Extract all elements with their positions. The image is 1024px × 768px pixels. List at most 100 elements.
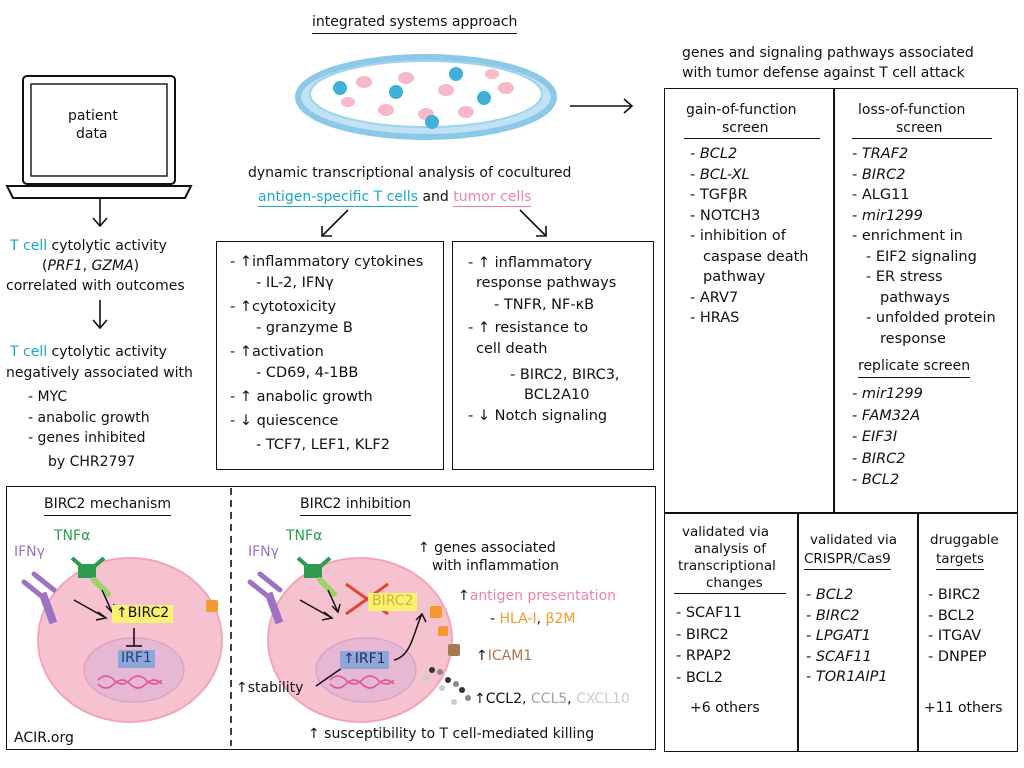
- list-item-cont: pathway: [703, 269, 766, 285]
- list-item: TRAF2: [852, 144, 996, 165]
- arrow-down-icon: [92, 300, 108, 330]
- list-item-cont: pathways: [880, 289, 950, 306]
- list-item: BCL2: [676, 668, 742, 690]
- gof-title-1: gain-of-function: [686, 102, 797, 118]
- list-item: granzyme B: [230, 318, 423, 339]
- v3-more: +11 others: [924, 700, 1003, 716]
- laptop-icon: [5, 75, 193, 199]
- antigen-presentation-text: antigen presentation: [469, 588, 617, 604]
- list-item-cont: response: [880, 330, 946, 347]
- list-item: inhibition of: [690, 226, 808, 247]
- v1-title-2: analysis of: [694, 541, 766, 557]
- list-item: ITGAV: [928, 626, 987, 647]
- list-item: DNPEP: [928, 647, 987, 668]
- list-item: ↑ anabolic growth: [230, 387, 423, 408]
- antigen-tcells-label: antigen-specific T cells: [258, 189, 418, 207]
- tnfa-label: TNFα: [54, 528, 91, 544]
- cyto-genes: (PRF1, GZMA): [42, 258, 140, 274]
- screens-table: [664, 88, 1018, 752]
- laptop-text-2: data: [76, 126, 108, 142]
- list-item: ↑cytotoxicity: [230, 297, 423, 318]
- list-item: BIRC2: [676, 625, 742, 647]
- list-item: CD69, 4-1BB: [230, 363, 423, 384]
- and-word: and: [418, 189, 454, 205]
- tumor-item2-sub-cont: BCL2A10: [524, 387, 590, 403]
- tumor-item1-sub: - TNFR, NF-κB: [494, 297, 595, 313]
- susceptibility-label: ↑ susceptibility to T cell-mediated kill…: [308, 726, 595, 742]
- gof-list: BCL2 BCL-XL TGFβR NOTCH3 inhibition of c…: [690, 144, 809, 329]
- list-item: BIRC2: [852, 449, 923, 471]
- list-item: LPGAT1: [806, 626, 888, 647]
- neg-assoc-list: MYC anabolic growth genes inhibited: [28, 387, 150, 449]
- v2-title-1: validated via: [810, 532, 898, 548]
- tumor-item1-cont: response pathways: [476, 275, 617, 291]
- list-item: genes inhibited: [28, 428, 150, 449]
- v1-title-1: validated via: [682, 524, 770, 540]
- petri-dish-icon: [295, 54, 557, 140]
- arrow-down-icon: [92, 198, 108, 228]
- irf1-mech-label: IRF1: [118, 650, 155, 668]
- list-item: NOTCH3: [690, 206, 808, 227]
- list-item: ↑activation: [230, 342, 423, 363]
- dashed-divider: [230, 488, 232, 746]
- genes-inflammation-2: with inflammation: [432, 558, 559, 574]
- gene-gzma: GZMA: [91, 258, 134, 274]
- list-item: ARV7: [690, 288, 808, 309]
- list-item: BCL2: [928, 606, 987, 627]
- v1-title-4: changes: [706, 575, 763, 591]
- lof-list: TRAF2 BIRC2 ALG11 mir1299 enrichment in …: [852, 144, 996, 349]
- list-item: mir1299: [852, 206, 996, 227]
- v1-underline: [674, 593, 786, 595]
- v3-list: BIRC2 BCL2 ITGAV DNPEP: [928, 585, 987, 667]
- list-item: enrichment in: [852, 226, 996, 247]
- hla-text: HLA-I: [499, 611, 537, 627]
- list-item: TCF7, LEF1, KLF2: [230, 435, 423, 456]
- arrow-right-icon: [570, 98, 634, 114]
- tumor-item2-sub: - BIRC2, BIRC3,: [510, 367, 620, 383]
- list-item: anabolic growth: [28, 408, 150, 429]
- dyn-analysis-text: dynamic transcriptional analysis of cocu…: [248, 165, 572, 181]
- screens-vdivider: [833, 88, 835, 512]
- list-item: IL-2, IFNγ: [230, 273, 423, 294]
- source-label: ACIR.org: [14, 730, 74, 746]
- list-item: ↑inflammatory cytokines: [230, 252, 423, 273]
- inh-title: BIRC2 inhibition: [300, 496, 412, 516]
- list-item: FAM32A: [852, 406, 923, 428]
- b2m-text: β2M: [545, 611, 576, 627]
- ifng-label: IFNγ: [14, 544, 45, 560]
- list-item: ER stress: [852, 267, 996, 288]
- tumor-item3: - ↓ Notch signaling: [468, 408, 608, 424]
- tcell-response-list: ↑inflammatory cytokines IL-2, IFNγ ↑cyto…: [230, 252, 423, 456]
- v2-title-2: CRISPR/Cas9: [804, 551, 891, 570]
- cyto2-line1: T cell cytolytic activity: [10, 344, 167, 362]
- list-item: HRAS: [690, 308, 808, 329]
- lof-title-1: loss-of-function: [858, 102, 966, 118]
- list-item: BCL-XL: [690, 165, 808, 186]
- list-item-cont: by CHR2797: [48, 454, 136, 470]
- tumor-item1: - ↑ inflammatory: [468, 255, 593, 271]
- cyto2-line2: negatively associated with: [6, 365, 193, 381]
- tcell-word: T cell: [10, 238, 48, 254]
- right-title-line2: with tumor defense against T cell attack: [682, 65, 965, 81]
- list-item: BIRC2: [806, 606, 888, 627]
- birc2-inhibited-label: BIRC2: [368, 593, 418, 611]
- cyto-line3: correlated with outcomes: [6, 278, 185, 294]
- right-title-line1: genes and signaling pathways associated: [682, 45, 974, 61]
- arrow-down-left-icon: [321, 209, 349, 237]
- screens-hdivider: [664, 512, 1018, 514]
- ccl5-text: CCL5: [530, 691, 568, 707]
- hla-b2m: - HLA-I, β2M: [490, 611, 576, 627]
- v1-list: SCAF11 BIRC2 RPAP2 BCL2: [676, 603, 742, 689]
- list-item: BIRC2: [928, 585, 987, 606]
- replicate-list: mir1299 FAM32A EIF3I BIRC2 BCL2: [852, 384, 923, 492]
- ccl2-text: CCL2: [485, 691, 522, 707]
- list-item: MYC: [28, 387, 150, 408]
- mech-title: BIRC2 mechanism: [44, 496, 171, 516]
- irf1-inh-label: ↑IRF1: [340, 651, 389, 669]
- arrow-down-right-icon: [519, 209, 547, 237]
- genes-inflammation-1: ↑ genes associated: [418, 540, 556, 556]
- v1-more: +6 others: [690, 700, 760, 716]
- laptop-text-1: patient: [68, 108, 118, 124]
- list-item: ALG11: [852, 185, 996, 206]
- list-item: mir1299: [852, 384, 923, 406]
